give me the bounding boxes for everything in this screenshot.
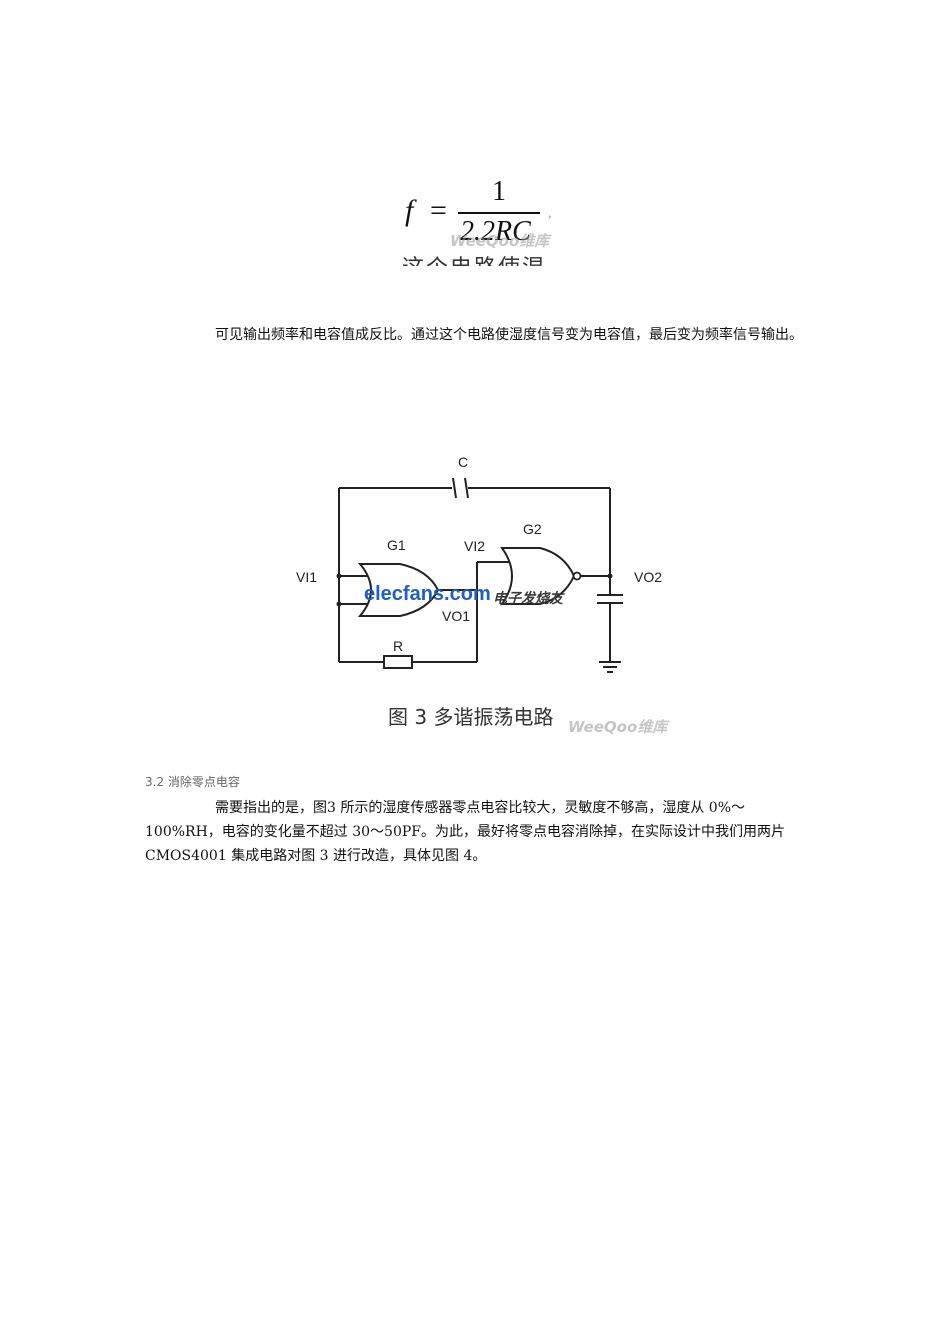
formula-trailing: ,: [548, 206, 552, 221]
resistor-r: [383, 655, 413, 669]
formula-watermark: WeeQoo维库: [450, 232, 550, 250]
label-g2: G2: [523, 521, 542, 537]
formula-fraction-bar: [458, 212, 540, 214]
frequency-formula: f = 1 2.2RC , 这个电路使湿 WeeQoo维库: [400, 176, 560, 266]
formula-lhs: f: [405, 194, 414, 227]
paragraph2-text: 需要指出的是，图3 所示的湿度传感器零点电容比较大，灵敏度不够高，湿度从 0%～…: [145, 800, 785, 864]
circuit-wires: [338, 477, 623, 673]
multivibrator-circuit-diagram: C G1 G2 VI1 VI2 VO1 VO2 R elecfans.com 电…: [296, 454, 662, 673]
figure-caption: 图 3 多谐振荡电路: [388, 705, 554, 729]
gate-g1: [357, 563, 440, 617]
label-vo1: VO1: [442, 608, 470, 624]
junction-dot: [336, 573, 342, 579]
label-vo2: VO2: [634, 569, 662, 585]
paragraph-frequency-capacitance: 可见输出频率和电容值成反比。通过这个电路使湿度信号变为电容值，最后变为频率信号输…: [145, 323, 810, 347]
elecfans-watermark-cn: 电子发烧友: [493, 590, 565, 606]
paragraph1-text: 可见输出频率和电容值成反比。通过这个电路使湿度信号变为电容值，最后变为频率信号输…: [215, 327, 803, 343]
label-vi2: VI2: [464, 538, 485, 554]
label-r: R: [393, 638, 403, 654]
gate-g2: [500, 547, 576, 605]
section-heading: 3.2 消除零点电容: [145, 775, 240, 789]
label-vi1: VI1: [296, 569, 317, 585]
label-g1: G1: [387, 537, 406, 553]
junction-dot: [336, 601, 342, 607]
label-c: C: [458, 454, 468, 470]
elecfans-watermark: elecfans.com: [364, 583, 491, 605]
caption-watermark: WeeQoo维库: [568, 718, 668, 736]
formula-cut-text: 这个电路使湿: [402, 250, 546, 266]
formula-denominator: 2.2RC: [460, 216, 531, 247]
junction-dot: [607, 573, 613, 579]
gate-g2-inversion-bubble: [572, 571, 582, 581]
formula-equals: =: [430, 194, 447, 227]
paragraph-zero-capacitance: 需要指出的是，图3 所示的湿度传感器零点电容比较大，灵敏度不够高，湿度从 0%～…: [145, 796, 810, 868]
formula-numerator: 1: [492, 176, 506, 207]
